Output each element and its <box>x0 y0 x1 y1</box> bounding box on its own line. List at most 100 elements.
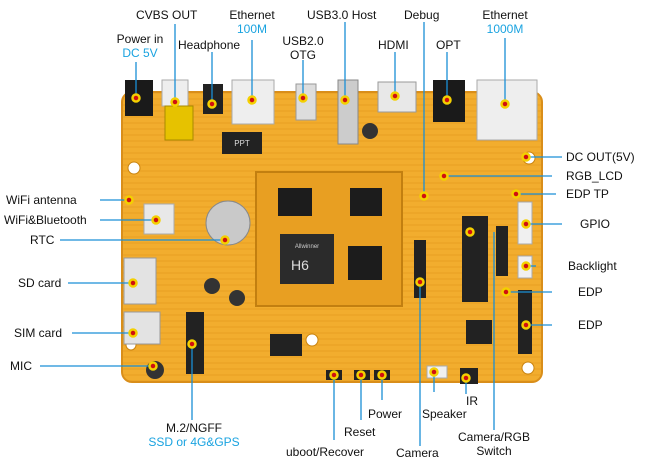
label-ethernet-1000m-speed: 1000M <box>486 22 524 36</box>
label-usb30-host: USB3.0 Host <box>307 8 377 22</box>
label-ethernet-100m-speed: 100M <box>236 22 268 36</box>
marker-dot <box>521 261 531 271</box>
label-ir: IR <box>466 394 478 408</box>
callout-lines <box>40 22 562 446</box>
marker-dot <box>128 278 138 288</box>
marker-dot <box>131 93 141 103</box>
headphone-jack <box>203 84 223 114</box>
chip <box>466 320 492 344</box>
marker-dot <box>465 227 475 237</box>
label-wifi-antenna: WiFi antenna <box>6 193 77 207</box>
marker-dots <box>124 91 531 383</box>
label-wifi-bluetooth: WiFi&Bluetooth <box>4 213 87 227</box>
marker-dot <box>429 367 439 377</box>
ppt-chip <box>222 132 262 154</box>
ethernet-1000m-port <box>476 79 538 141</box>
marker-dot <box>439 171 449 181</box>
marker-dot <box>419 191 429 201</box>
label-rtc: RTC <box>30 233 55 247</box>
label-power-button: Power <box>368 407 403 421</box>
marker-dot <box>461 373 471 383</box>
ram-chip <box>350 188 382 216</box>
marker-dot <box>521 152 531 162</box>
label-cvbs-out: CVBS OUT <box>136 8 198 22</box>
ram-chip <box>348 246 382 280</box>
rgb-lcd-header <box>462 216 488 302</box>
label-camera-rgb-switch-line1: Camera/RGB <box>458 430 531 444</box>
label-edp-1: EDP <box>578 285 603 299</box>
capacitor <box>204 278 220 294</box>
label-ethernet-100m-text: Ethernet <box>229 8 275 22</box>
usb20-otg-port <box>295 83 317 121</box>
mounting-hole <box>127 161 141 175</box>
marker-dot <box>220 235 230 245</box>
rtc-battery <box>205 200 251 246</box>
label-edp-tp: EDP TP <box>566 187 609 201</box>
label-power-in: Power in DC 5V <box>110 32 170 60</box>
marker-dot <box>170 97 180 107</box>
cvbs-jack-base <box>164 105 194 141</box>
label-hdmi: HDMI <box>378 38 409 52</box>
capacitor <box>362 123 378 139</box>
label-usb20-otg: USB2.0 OTG <box>278 34 328 62</box>
marker-dot <box>390 91 400 101</box>
marker-dot <box>148 361 158 371</box>
label-uboot-recover: uboot/Recover <box>286 445 365 459</box>
label-m2-ngff-note: SSD or 4G&GPS <box>148 435 240 449</box>
marker-dot <box>415 277 425 287</box>
ppt-chip-label: PPT <box>234 139 250 148</box>
marker-dot <box>377 370 387 380</box>
label-m2-ngff: M.2/NGFF SSD or 4G&GPS <box>132 421 256 449</box>
label-camera: Camera <box>396 446 439 460</box>
marker-dot <box>442 95 452 105</box>
marker-dot <box>187 339 197 349</box>
label-gpio: GPIO <box>580 217 611 231</box>
marker-dot <box>501 287 511 297</box>
soc-logo: Allwinner <box>295 244 319 250</box>
chip <box>270 334 302 356</box>
marker-dot <box>500 99 510 109</box>
label-dc-out: DC OUT(5V) <box>566 150 635 164</box>
marker-dot <box>521 320 531 330</box>
label-speaker: Speaker <box>422 407 467 421</box>
ram-chip <box>278 188 312 216</box>
marker-dot <box>329 370 339 380</box>
label-sim-card: SIM card <box>14 326 63 340</box>
label-power-in-voltage: DC 5V <box>122 46 158 60</box>
label-usb20-otg-line2: OTG <box>290 48 316 62</box>
label-ethernet-1000m-text: Ethernet <box>482 8 528 22</box>
marker-dot <box>247 95 257 105</box>
sim-card-slot <box>123 311 161 345</box>
label-power-in-text: Power in <box>116 32 164 46</box>
label-m2-ngff-text: M.2/NGFF <box>166 421 222 435</box>
marker-dot <box>207 99 217 109</box>
edp-connector <box>496 226 508 276</box>
soc-chip <box>280 234 334 284</box>
label-backlight: Backlight <box>568 259 617 273</box>
label-reset: Reset <box>344 425 376 439</box>
marker-dot <box>521 219 531 229</box>
marker-dot <box>356 370 366 380</box>
label-rgb-lcd: RGB_LCD <box>566 169 623 183</box>
mounting-hole <box>305 333 319 347</box>
mounting-hole <box>521 361 535 375</box>
marker-dot <box>511 189 521 199</box>
marker-dot <box>128 328 138 338</box>
label-mic: MIC <box>10 359 32 373</box>
marker-dot <box>340 95 350 105</box>
usb30-host-port <box>337 79 359 145</box>
label-ethernet-1000m: Ethernet 1000M <box>475 8 535 36</box>
soc-model: H6 <box>291 257 309 273</box>
marker-dot <box>151 215 161 225</box>
marker-dot <box>124 195 134 205</box>
label-camera-rgb-switch-line2: Switch <box>476 444 512 458</box>
marker-dot <box>298 93 308 103</box>
label-opt: OPT <box>436 38 461 52</box>
label-sd-card: SD card <box>18 276 62 290</box>
label-debug: Debug <box>404 8 440 22</box>
capacitor <box>229 290 245 306</box>
label-edp-2: EDP <box>578 318 603 332</box>
label-camera-rgb-switch: Camera/RGB Switch <box>458 430 530 458</box>
label-usb20-otg-line1: USB2.0 <box>282 34 324 48</box>
